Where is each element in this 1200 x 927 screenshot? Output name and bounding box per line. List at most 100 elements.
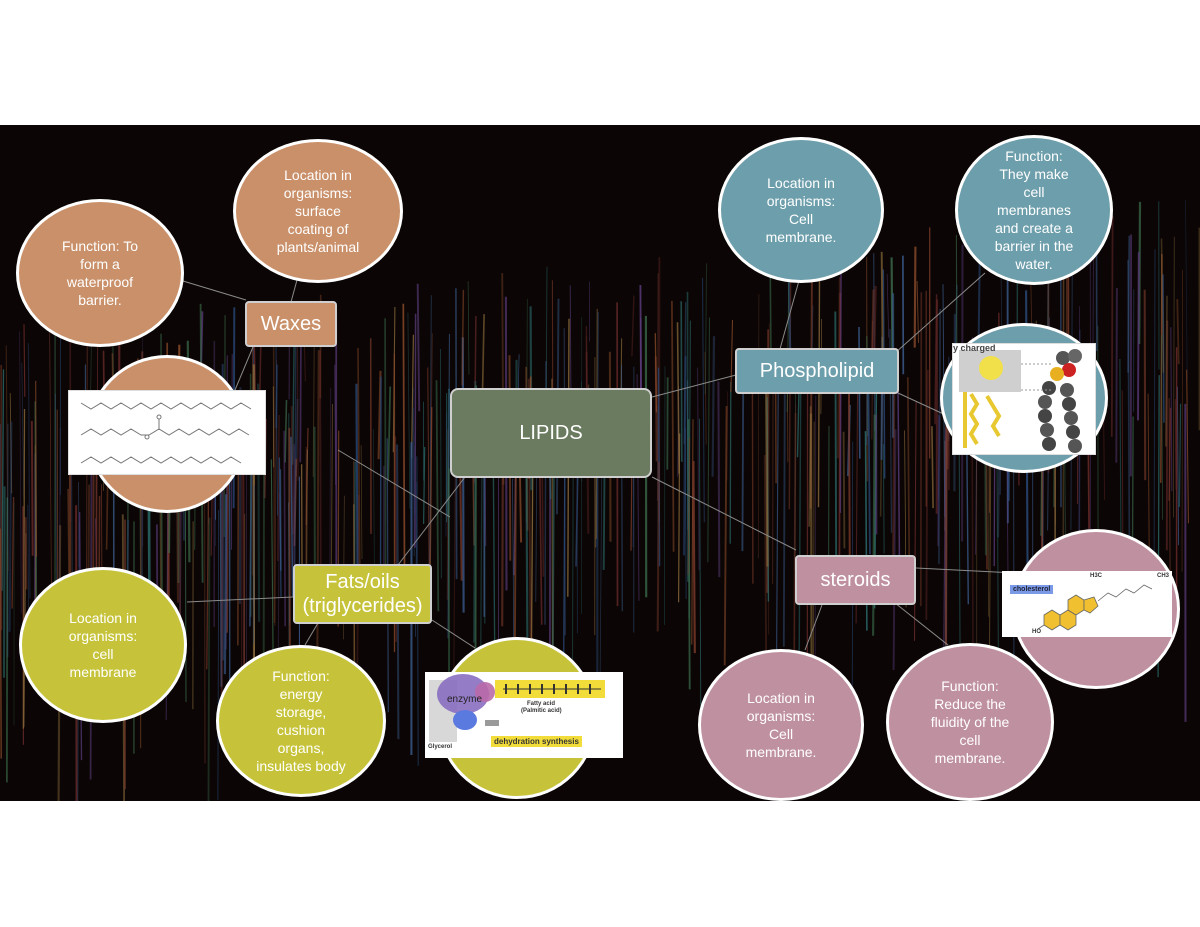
background-streak — [891, 382, 896, 572]
background-streak — [765, 393, 769, 567]
background-streak — [413, 387, 416, 515]
link-phospholipid-function — [894, 272, 986, 354]
fats-box: Fats/oils (triglycerides) — [293, 564, 432, 624]
fats-function-text: Function: energy storage, cushion organs… — [256, 668, 346, 774]
background-streak — [838, 292, 842, 569]
lipids-center-box: LIPIDS — [450, 388, 652, 478]
background-streak — [671, 300, 675, 552]
background-streak — [657, 273, 659, 501]
background-streak — [416, 283, 421, 412]
link-steroids-function — [894, 602, 949, 646]
background-streak — [913, 246, 917, 348]
background-streak — [730, 319, 734, 393]
background-streak — [1176, 299, 1180, 365]
background-streak — [704, 263, 708, 395]
background-streak — [296, 338, 299, 481]
background-streak — [1172, 236, 1175, 518]
background-streak — [937, 416, 941, 500]
background-streak — [931, 426, 934, 509]
background-streak — [1119, 358, 1122, 536]
background-streak — [357, 347, 361, 588]
background-streak — [275, 364, 279, 429]
background-streak — [467, 281, 470, 375]
steroids-function-node: Function: Reduce the fluidity of the cel… — [886, 643, 1054, 801]
enzyme-label: enzyme — [447, 694, 483, 705]
background-streak — [886, 273, 890, 338]
background-streak — [793, 412, 797, 675]
background-streak — [217, 509, 220, 801]
background-streak — [299, 326, 302, 463]
background-streak — [793, 402, 797, 655]
lipids-label: LIPIDS — [519, 422, 583, 444]
background-streak — [355, 383, 359, 582]
background-streak — [704, 351, 707, 445]
background-streak — [1143, 289, 1147, 481]
dehydration-synthesis-caption: dehydration synthesis — [491, 736, 582, 747]
background-streak — [9, 393, 13, 494]
background-streak — [656, 461, 661, 632]
background-streak — [871, 289, 875, 351]
background-streak — [423, 446, 426, 525]
background-streak — [223, 494, 228, 675]
phospholipid-box: Phospholipid — [735, 348, 899, 394]
background-streak — [906, 377, 911, 581]
waxes-location-text: Location in organisms: surface coating o… — [276, 167, 360, 255]
background-streak — [30, 420, 34, 556]
background-streak — [717, 381, 721, 578]
background-streak — [769, 265, 772, 360]
waxes-function-node: Function: To form a waterproof barrier. — [16, 199, 184, 347]
background-streak — [407, 312, 411, 509]
background-streak — [479, 439, 483, 670]
background-streak — [798, 356, 802, 670]
background-streak — [279, 469, 282, 571]
background-streak — [379, 376, 382, 577]
background-streak — [692, 460, 696, 654]
background-streak — [412, 407, 415, 557]
background-streak — [430, 333, 433, 457]
cholesterol-molecule-image: cholesterol H3C CH3 HO — [1002, 571, 1172, 637]
waxes-label: Waxes — [260, 313, 322, 335]
background-streak — [696, 367, 700, 571]
background-streak — [796, 393, 800, 458]
background-streak — [1168, 407, 1172, 501]
background-streak — [440, 348, 442, 579]
background-streak — [68, 469, 72, 582]
steroids-location-text: Location in organisms: Cell membrane. — [745, 690, 817, 760]
background-streak — [49, 328, 52, 626]
background-streak — [290, 406, 294, 535]
phospholipid-image-text: y charged — [953, 343, 996, 353]
background-streak — [283, 430, 287, 627]
link-steroids-image — [915, 567, 1016, 574]
background-streak — [21, 362, 25, 500]
background-streak — [698, 418, 702, 731]
background-streak — [1110, 215, 1114, 437]
steroids-location-node: Location in organisms: Cell membrane. — [698, 649, 864, 801]
background-streak — [711, 336, 716, 477]
background-streak — [387, 386, 392, 480]
cholesterol-tag: cholesterol — [1010, 585, 1054, 594]
fats-location-node: Location in organisms: cell membrane — [19, 567, 187, 723]
background-streak — [206, 478, 210, 670]
background-streak — [461, 289, 465, 386]
background-streak — [272, 322, 276, 623]
background-streak — [782, 394, 786, 647]
background-streak — [242, 467, 246, 671]
background-streak — [1160, 238, 1165, 373]
background-streak — [293, 338, 297, 583]
h3c-label: H3C — [1090, 573, 1103, 579]
background-streak — [631, 295, 635, 357]
background-streak — [958, 422, 961, 669]
background-streak — [814, 395, 817, 694]
fatty-acid-label: Fatty acid — [527, 701, 556, 707]
background-streak — [1127, 235, 1131, 373]
link-center-fats — [397, 476, 466, 566]
background-streak — [938, 308, 942, 564]
link-phospholipid-location — [779, 276, 801, 350]
background-streak — [435, 380, 440, 612]
triglyceride-synthesis-image: enzyme Fatty acid (Palmitic acid) Glycer… — [425, 672, 623, 758]
glycerol-label: Glycerol — [428, 744, 453, 750]
steroids-box: steroids — [795, 555, 916, 605]
ho-label: HO — [1032, 629, 1041, 635]
background-streak — [253, 485, 255, 644]
phospholipid-location-text: Location in organisms: Cell membrane. — [765, 175, 837, 245]
